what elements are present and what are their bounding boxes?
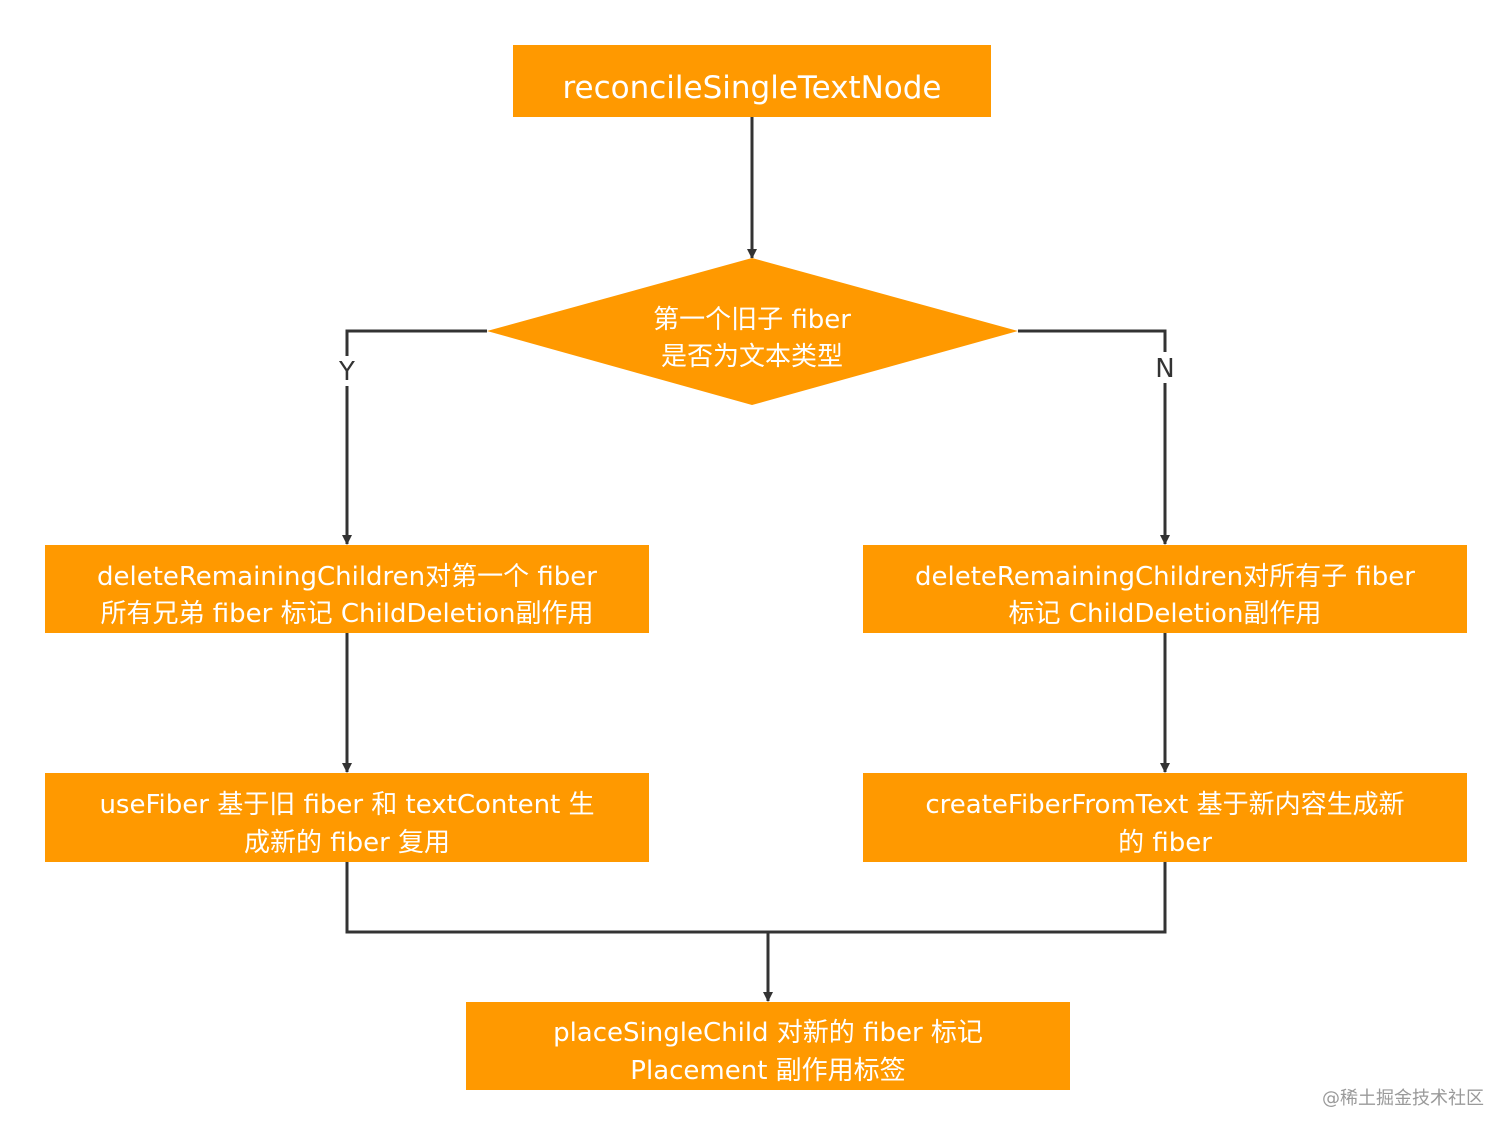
yes-label: Y: [338, 357, 355, 387]
yes-delete-node: deleteRemainingChildren对第一个 fiber 所有兄弟 f…: [45, 545, 649, 633]
yes-reuse-node-line-2: 成新的 fiber 复用: [244, 828, 450, 858]
yes-reuse-node-box: [45, 773, 649, 862]
start-node: reconcileSingleTextNode: [513, 45, 991, 117]
no-create-node-box: [863, 773, 1467, 862]
yes-delete-node-line-2: 所有兄弟 fiber 标记 ChildDeletion副作用: [101, 599, 594, 629]
decision-node-diamond: [487, 258, 1018, 405]
merge-line: [345, 862, 1167, 934]
connectors: [342, 117, 1170, 1002]
no-delete-node-line-1: deleteRemainingChildren对所有子 fiber: [915, 562, 1415, 592]
no-create-node-line-1: createFiberFromText 基于新内容生成新: [925, 790, 1404, 820]
end-node-box: [466, 1002, 1070, 1090]
watermark: @稀土掘金技术社区: [1322, 1088, 1484, 1109]
arrow-decision-yes: [345, 329, 487, 356]
no-label: N: [1155, 354, 1174, 384]
decision-node-line-2: 是否为文本类型: [661, 342, 843, 372]
end-node-line-2: Placement 副作用标签: [630, 1056, 905, 1086]
start-node-label: reconcileSingleTextNode: [562, 70, 941, 106]
decision-node-line-1: 第一个旧子 fiber: [653, 305, 851, 335]
end-node: placeSingleChild 对新的 fiber 标记 Placement …: [466, 1002, 1070, 1090]
no-delete-node-box: [863, 545, 1467, 633]
start-node-box: [513, 45, 991, 117]
decision-node: 第一个旧子 fiber 是否为文本类型: [487, 258, 1018, 405]
yes-reuse-node-line-1: useFiber 基于旧 fiber 和 textContent 生: [99, 790, 594, 820]
no-delete-node: deleteRemainingChildren对所有子 fiber 标记 Chi…: [863, 545, 1467, 633]
arrow-decision-no: [1018, 329, 1167, 352]
yes-reuse-node: useFiber 基于旧 fiber 和 textContent 生 成新的 f…: [45, 773, 649, 862]
no-create-node: createFiberFromText 基于新内容生成新 的 fiber: [863, 773, 1467, 862]
end-node-line-1: placeSingleChild 对新的 fiber 标记: [553, 1018, 983, 1048]
no-create-node-line-2: 的 fiber: [1118, 828, 1212, 858]
yes-delete-node-line-1: deleteRemainingChildren对第一个 fiber: [97, 562, 597, 592]
no-delete-node-line-2: 标记 ChildDeletion副作用: [1009, 599, 1322, 629]
yes-delete-node-box: [45, 545, 649, 633]
